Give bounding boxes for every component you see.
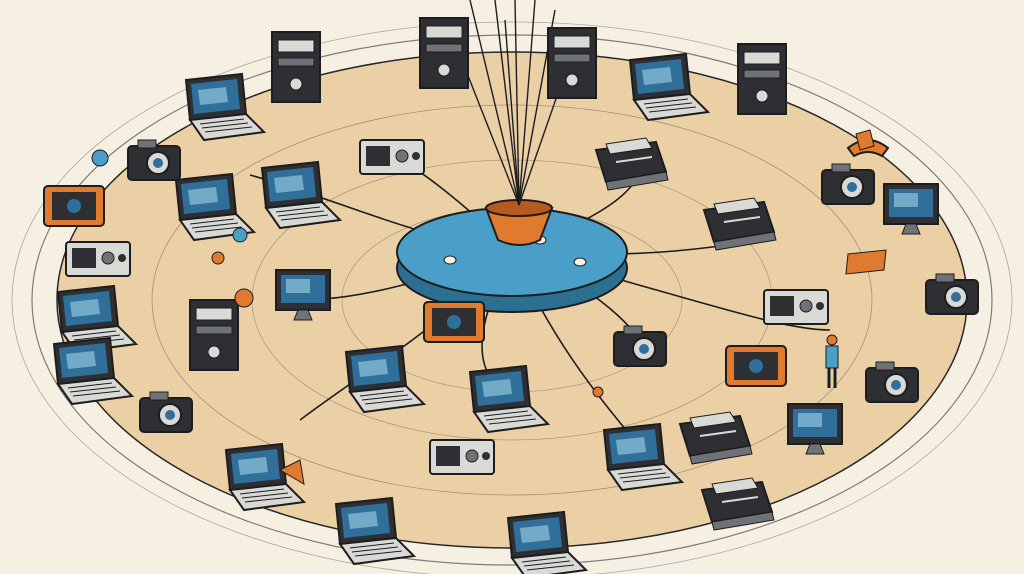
tower-icon [189,299,239,371]
printer-icon [701,477,775,531]
tower-icon [271,31,321,103]
camera-icon [821,163,875,205]
tower-icon [419,17,469,89]
printer-icon [595,137,669,191]
camera-icon [127,139,181,181]
printer-icon [679,411,753,465]
camera-icon [865,361,919,403]
tablet-icon [423,301,485,343]
scattered-accents [91,129,887,485]
camera-icon [925,273,979,315]
camera-icon [613,325,667,367]
tablet-icon [725,345,787,387]
radio-icon [429,439,495,475]
tower-icon [547,27,597,99]
printer-icon [703,197,777,251]
camera-icon [139,391,193,433]
person-icon [825,334,839,388]
tablet-icon [43,185,105,227]
central-hub [396,0,628,313]
radio-icon [65,241,131,277]
radio-icon [763,289,829,325]
radio-icon [359,139,425,175]
orange-pot [484,207,554,246]
tower-icon [737,43,787,115]
